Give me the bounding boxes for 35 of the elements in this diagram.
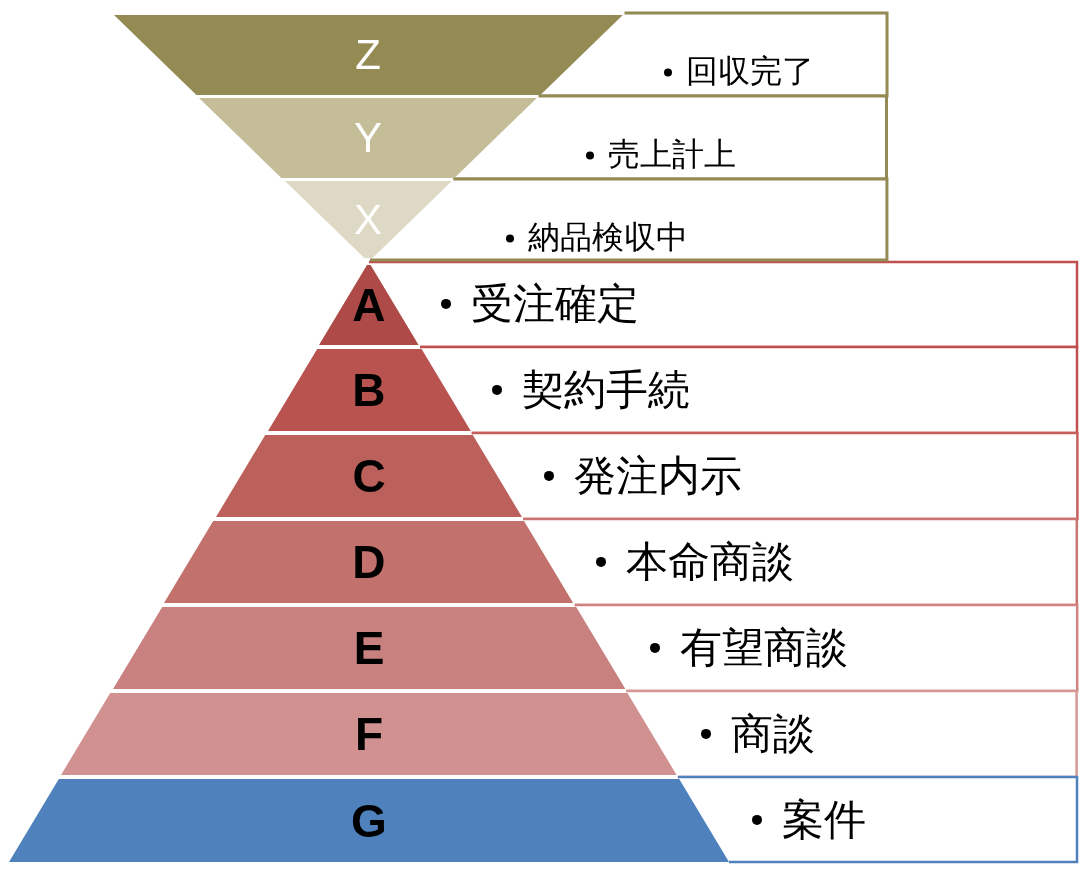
level-letter: C: [352, 453, 386, 499]
stage-label: 契約手続: [522, 366, 690, 414]
stage-box: [574, 605, 1077, 691]
stage-label: 受注確定: [471, 280, 639, 328]
stage-label: 売上計上: [608, 137, 736, 173]
stage-label: 案件: [782, 796, 866, 844]
stage-box: [471, 433, 1077, 519]
stage-box: [626, 691, 1077, 777]
level-letter: Z: [355, 34, 381, 76]
stage-label: 納品検収中: [528, 220, 688, 256]
stage-label: 有望商談: [680, 624, 848, 672]
level-letter: Y: [354, 117, 382, 159]
level-letter: F: [354, 711, 384, 757]
pyramid-level: [216, 435, 522, 517]
pyramid-level: [112, 607, 626, 689]
pyramid-level: [267, 349, 471, 431]
stage-box: [678, 777, 1077, 862]
level-letter: X: [354, 198, 382, 241]
pyramid-level: [9, 779, 729, 862]
stage-label: 本命商談: [626, 538, 794, 586]
pyramid-level: [164, 521, 574, 603]
level-letter: D: [352, 539, 386, 585]
pyramid-level: [61, 693, 677, 775]
level-letter: G: [351, 797, 387, 844]
funnel-level: [199, 98, 537, 178]
funnel-level: [284, 181, 452, 258]
stage-box: [523, 519, 1077, 605]
stage-label: 商談: [731, 710, 815, 758]
level-letter: B: [352, 367, 386, 413]
level-letter: E: [353, 625, 385, 671]
funnel-level: [113, 15, 623, 95]
stage-label: 回収完了: [686, 54, 814, 90]
stage-label: 発注内示: [574, 452, 742, 500]
level-letter: A: [352, 282, 386, 328]
stage-box: [420, 347, 1077, 433]
